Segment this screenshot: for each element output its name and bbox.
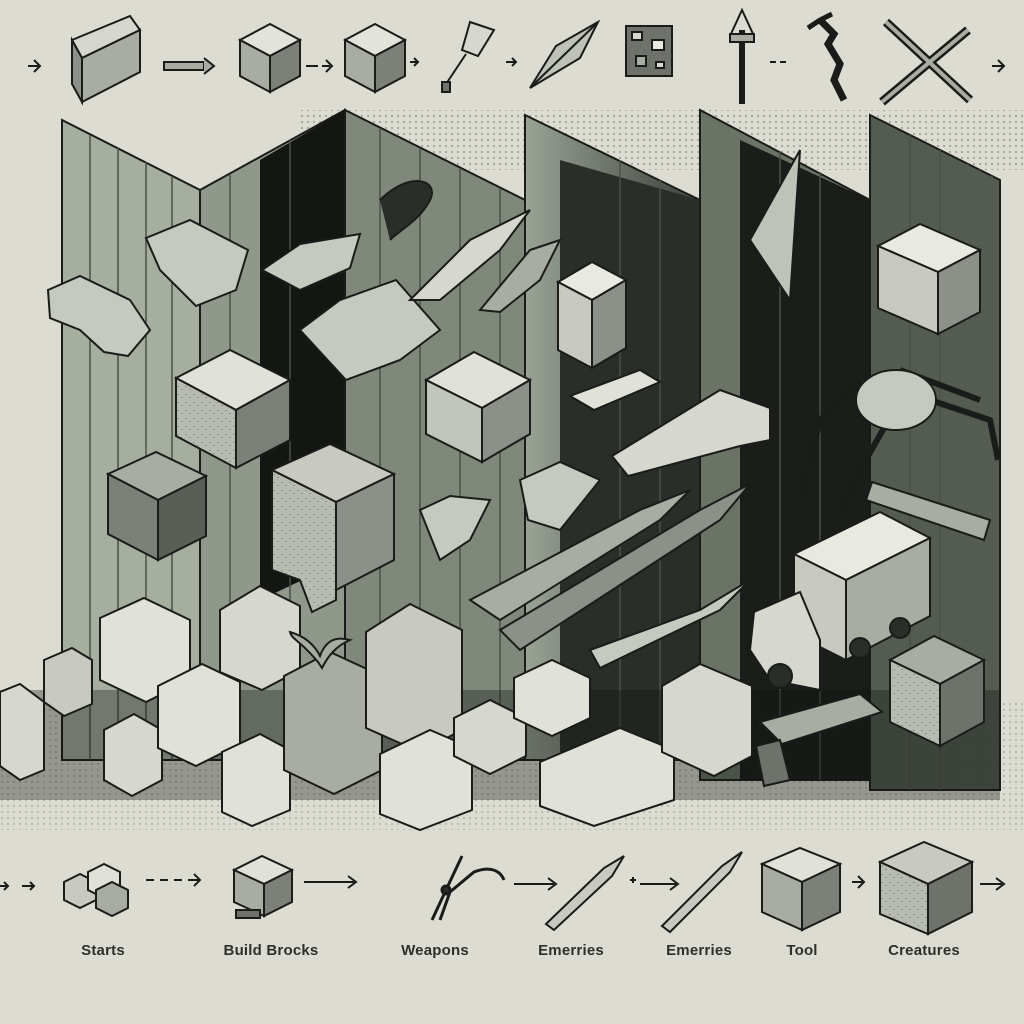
label-tool: Tool bbox=[786, 942, 818, 959]
arrow-icon bbox=[514, 877, 558, 891]
label-creatures: Creatures bbox=[888, 942, 960, 959]
pliers-icon bbox=[430, 855, 506, 921]
pickaxe-icon bbox=[806, 11, 848, 102]
arrow-icon bbox=[852, 875, 866, 889]
dripping-block bbox=[269, 442, 397, 614]
weapons bbox=[407, 209, 992, 670]
arrow-icon bbox=[992, 59, 1006, 73]
build-block-icon bbox=[231, 854, 295, 919]
blocks-cluster-icon bbox=[63, 862, 129, 918]
block-icon bbox=[237, 22, 303, 94]
label-build-blocks: Build Brocks bbox=[223, 942, 319, 959]
arrow-icon bbox=[163, 57, 216, 75]
arrow-icon bbox=[980, 877, 1006, 891]
sword-icon bbox=[544, 855, 625, 932]
pillar-block bbox=[555, 260, 629, 370]
arrow-icon bbox=[306, 59, 334, 73]
arrow-spear-icon bbox=[441, 20, 496, 93]
label-weapons: Weapons bbox=[401, 942, 469, 959]
ore-icon bbox=[625, 25, 673, 77]
robot-head bbox=[875, 222, 983, 336]
block-icon bbox=[342, 22, 408, 94]
label-enemies-2: Emerries bbox=[666, 942, 732, 959]
mossy-block bbox=[105, 450, 209, 562]
bottom-icon-row bbox=[0, 840, 1006, 936]
ingot-icon bbox=[70, 14, 142, 106]
label-starts: Starts bbox=[81, 942, 125, 959]
arrow-icon bbox=[146, 873, 202, 887]
arrow-icon bbox=[0, 881, 10, 891]
top-icon-row bbox=[28, 7, 1006, 106]
stone-block-large bbox=[173, 348, 293, 470]
cube-icon bbox=[759, 846, 843, 932]
sword-icon bbox=[660, 851, 743, 934]
brick-block bbox=[423, 350, 533, 464]
crossed-tools-icon bbox=[879, 18, 974, 106]
arrow-icon bbox=[506, 57, 518, 67]
feather-blade-icon bbox=[529, 19, 601, 89]
creature-cube-icon bbox=[877, 840, 975, 936]
sprout-icon bbox=[288, 630, 353, 670]
rock-block bbox=[887, 634, 987, 748]
arrow-icon bbox=[28, 59, 42, 73]
label-enemies-1: Emerries bbox=[538, 942, 604, 959]
arrow-icon bbox=[22, 881, 36, 891]
spider-creature bbox=[797, 367, 1001, 512]
front-blocks bbox=[0, 584, 885, 832]
trident-icon bbox=[729, 7, 755, 104]
arrow-icon bbox=[630, 877, 680, 891]
truck bbox=[748, 510, 933, 692]
arrow-icon bbox=[304, 875, 358, 889]
arrow-icon bbox=[410, 57, 420, 67]
creature-figures bbox=[46, 149, 801, 562]
